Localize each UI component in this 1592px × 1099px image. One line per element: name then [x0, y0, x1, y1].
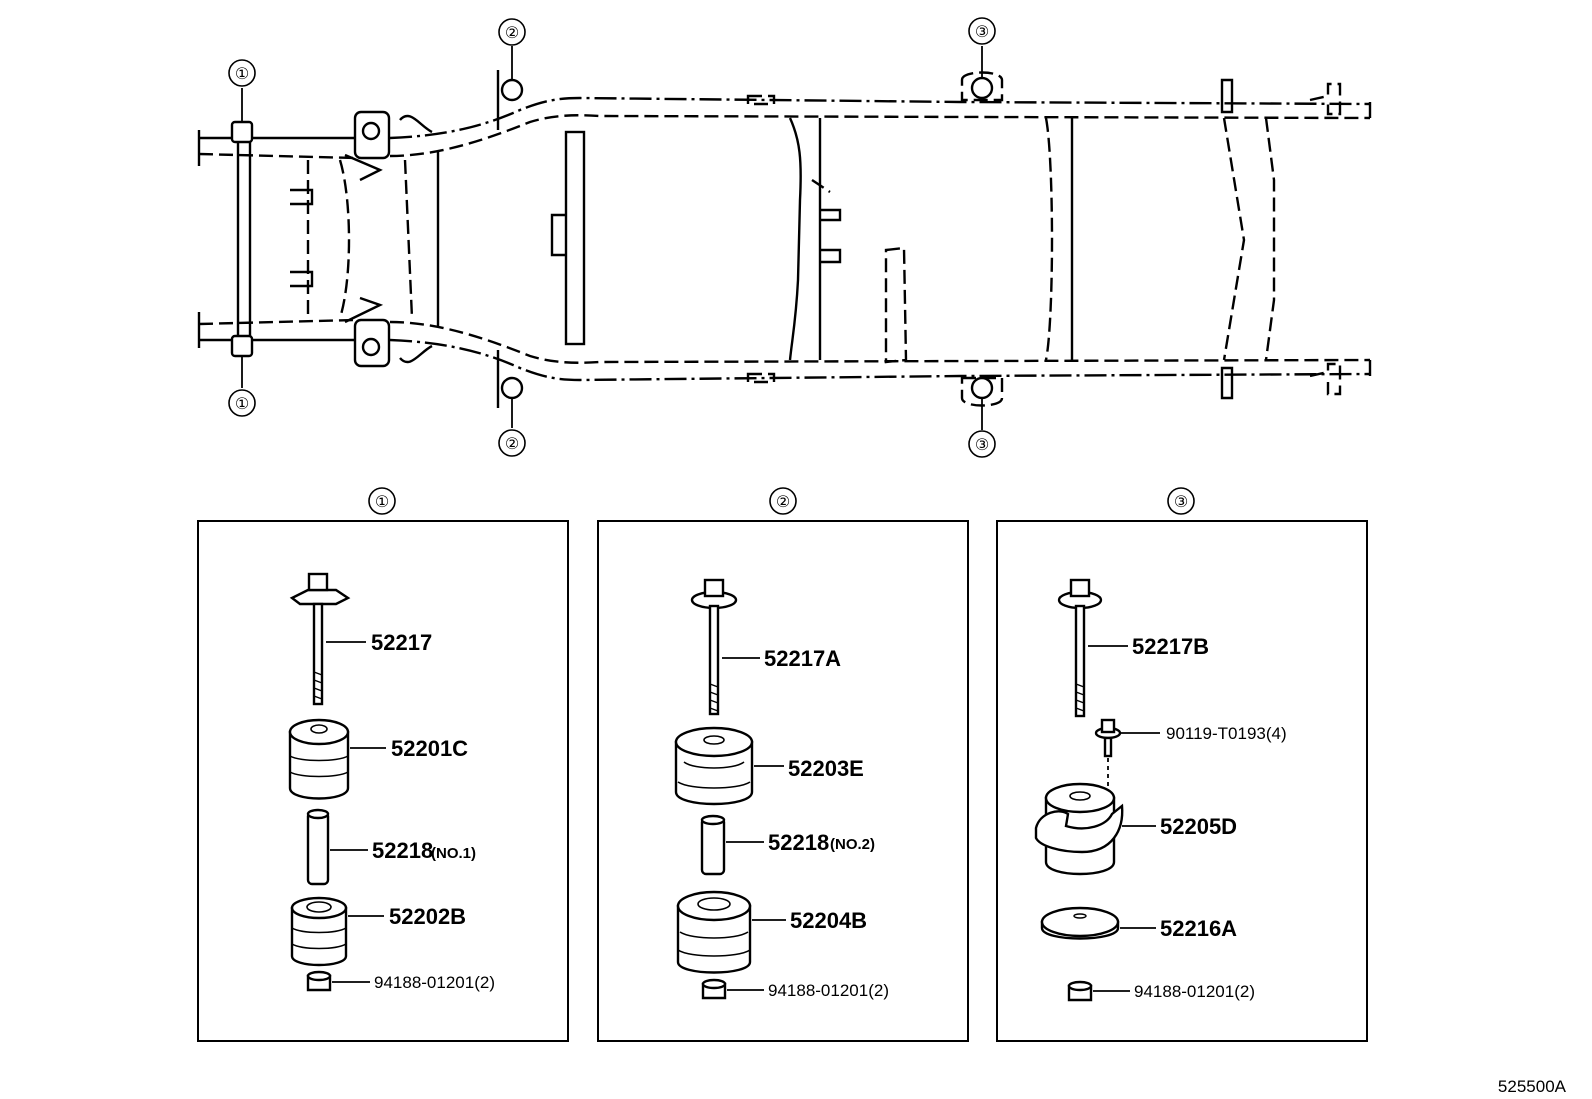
label-52218-no2: 52218 [768, 830, 829, 855]
panel-2-marker: ② [776, 492, 790, 511]
label-94188-01201-panel1: 94188-01201(2) [374, 973, 495, 992]
diagram-reference-code: 525500A [1498, 1077, 1567, 1096]
svg-text:②: ② [505, 434, 519, 453]
callout-3-bottom: ③ [968, 430, 996, 458]
label-52201C: 52201C [391, 736, 468, 761]
svg-text:③: ③ [975, 435, 989, 454]
label-90119-T0193: 90119-T0193(4) [1166, 724, 1287, 743]
label-94188-01201-panel2: 94188-01201(2) [768, 981, 889, 1000]
nut-94188-01201-panel2 [701, 978, 727, 1000]
callout-1-bottom: ① [228, 389, 256, 417]
svg-text:①: ① [235, 64, 249, 83]
panel-3: ③ 52217B 90119-T0193(4) 52205D [996, 487, 1368, 1042]
panel-1: ① 52217 52201C 52218 (NO.1) [197, 487, 569, 1042]
label-52217B: 52217B [1132, 634, 1209, 659]
nut-94188-01201-panel1 [306, 970, 332, 992]
panel-1-marker: ① [375, 492, 389, 511]
washer-52216A [1040, 906, 1120, 940]
label-52218-no1-suffix: (NO.1) [431, 845, 476, 862]
label-52202B: 52202B [389, 904, 466, 929]
label-52217: 52217 [371, 630, 432, 655]
cushion-52204B [676, 890, 752, 974]
label-52218-no1: 52218 [372, 838, 433, 863]
callout-2-bottom: ② [498, 429, 526, 457]
label-52205D: 52205D [1160, 814, 1237, 839]
cushion-52202B [290, 896, 348, 967]
panel-3-marker: ③ [1174, 492, 1188, 511]
cushion-52203E [674, 726, 754, 806]
label-52217A: 52217A [764, 646, 841, 671]
vehicle-frame-drawing [197, 70, 1372, 408]
bolt-52217B [1057, 578, 1103, 718]
callout-1-top: ① [228, 59, 256, 87]
svg-text:②: ② [505, 23, 519, 42]
callout-3-top: ③ [968, 17, 996, 45]
cushion-52201C [288, 718, 350, 800]
label-52204B: 52204B [790, 908, 867, 933]
svg-text:①: ① [235, 394, 249, 413]
cushion-52205D [1034, 782, 1124, 876]
label-52216A: 52216A [1160, 916, 1237, 941]
nut-94188-01201-panel3 [1067, 980, 1093, 1002]
collar-52218-no2 [700, 814, 726, 876]
panel-2: ② 52217A 52203E 52218 (NO.2) [597, 487, 969, 1042]
callout-2-top: ② [498, 18, 526, 46]
bolt-52217A [690, 578, 738, 716]
svg-text:③: ③ [975, 22, 989, 41]
screw-90119-T0193 [1094, 718, 1122, 786]
label-52203E: 52203E [788, 756, 864, 781]
label-94188-01201-panel3: 94188-01201(2) [1134, 982, 1255, 1001]
bolt-52217 [289, 572, 351, 706]
label-52218-no2-suffix: (NO.2) [830, 836, 875, 853]
collar-52218-no1 [306, 808, 330, 886]
